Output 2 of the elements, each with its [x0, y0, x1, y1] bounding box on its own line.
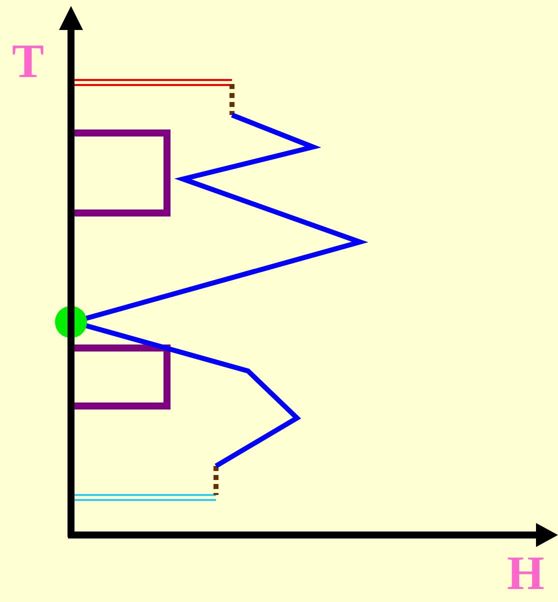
axis-label: T [12, 38, 44, 86]
axis-label: H [507, 550, 544, 598]
